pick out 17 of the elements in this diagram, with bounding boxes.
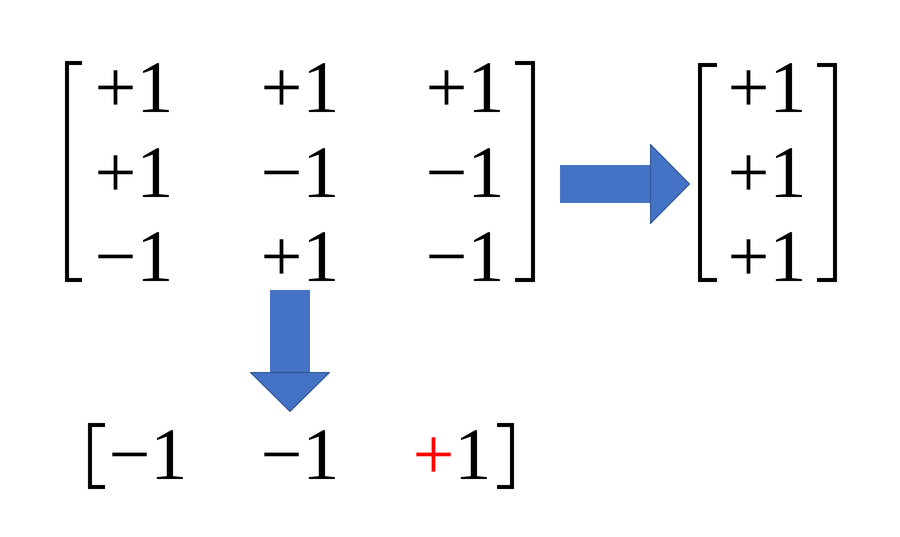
matrix-entry: −1 xyxy=(426,147,504,199)
matrix-entry: +1 xyxy=(426,62,504,114)
matrix-entry: +1 xyxy=(260,62,340,114)
matrix-entry: −1 xyxy=(94,231,174,283)
block-arrow xyxy=(560,144,690,224)
vector-entry: +1 xyxy=(728,62,806,114)
vector-entry: +1 xyxy=(728,147,806,199)
matrix-entry: +1 xyxy=(94,147,174,199)
vector-entry: +1 xyxy=(728,231,806,283)
matrix-entry: −1 xyxy=(426,231,504,283)
vector-entry: +1 xyxy=(412,429,492,481)
matrix-entry: +1 xyxy=(94,62,174,114)
matrix-entry: +1 xyxy=(260,231,340,283)
block-arrow xyxy=(250,290,330,412)
vector-entry: −1 xyxy=(260,429,340,481)
matrix-entry: −1 xyxy=(260,147,340,199)
vector-entry: −1 xyxy=(108,429,188,481)
